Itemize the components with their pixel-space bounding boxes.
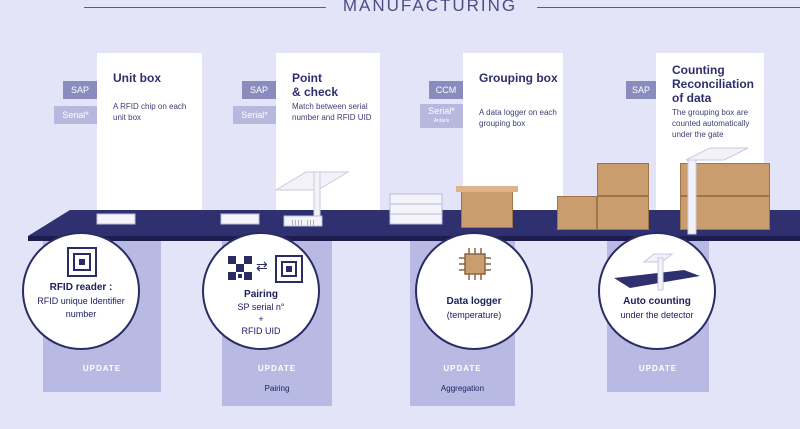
circle-text: number [65,309,97,319]
unit-box-stack [389,193,443,225]
scanner-gate-icon [274,171,350,217]
counting-gate-icon [685,147,749,235]
rfid-chip-icon [67,247,97,277]
qr-code-icon [228,256,254,282]
tag-ccm: CCM [429,81,463,99]
circle-auto-counting: Auto counting under the detector [598,232,716,350]
card-title: Point & check [292,71,339,99]
svg-text:|||| |||: |||| ||| [291,220,315,226]
column-sublabel: Pairing [264,384,290,393]
card-description: A RFID chip on each unit box [113,102,187,122]
grouping-box [597,196,649,230]
circle-rfid-reader: RFID reader : RFID unique Identifier num… [22,232,140,350]
header-rule-right [537,7,800,8]
card-title: Counting Reconciliation of data [672,63,755,105]
column-label: UPDATE [443,364,482,373]
circle-text: RFID unique Identifier [37,296,125,306]
tag-sap: SAP [242,81,276,99]
grouping-box [461,190,513,228]
tag-serial: Serial* Antaris [420,104,463,128]
grouping-box [597,163,649,196]
circle-data-logger: Data logger (temperature) [415,232,533,350]
column-label: UPDATE [257,364,297,373]
tag-sublabel: Antaris [433,118,450,124]
tag-serial: Serial* [233,106,276,124]
circle-text: under the detector [620,310,694,320]
grouping-box [557,196,597,230]
card-title: Unit box [113,71,161,85]
microchip-icon [459,248,491,280]
tag-serial-label: Serial* [428,106,455,116]
circle-title: Data logger [446,296,502,307]
card-description: The grouping box are counted automatical… [672,108,750,139]
column-sublabel: Aggregation [440,384,485,393]
swap-arrows-icon: ⇄ [256,258,268,274]
grouping-box-flap [456,186,518,192]
unit-box [220,213,260,225]
tag-serial: Serial* [54,106,97,124]
unit-box: |||| ||| [283,215,323,227]
card-description: A data logger on each grouping box [479,108,557,128]
circle-text: RFID UID [241,326,281,336]
circle-text: SP serial n° [237,302,285,312]
column-label: UPDATE [638,364,678,373]
header: MANUFACTURING [0,0,800,20]
card-title: Grouping box [479,71,558,85]
card-description: Match between serial number and RFID UID [292,102,372,122]
header-rule-left [84,7,326,8]
rfid-chip-icon [275,255,303,283]
circle-text: (temperature) [446,310,502,320]
tag-sap: SAP [626,81,656,99]
card-point-check: Point & check Match between serial numbe… [276,53,380,213]
circle-text: + [258,314,264,324]
gate-icon [614,253,700,291]
card-unit-box: Unit box A RFID chip on each unit box [97,53,202,213]
unit-box [96,213,136,225]
circle-title: RFID reader : [49,282,113,293]
circle-title: Auto counting [623,296,691,307]
column-label: UPDATE [82,364,122,373]
circle-title: Pairing [244,289,278,300]
page-title: MANUFACTURING [342,0,518,15]
circle-pairing: ⇄ Pairing SP serial n° + RFID UID [202,232,320,350]
tag-sap: SAP [63,81,97,99]
